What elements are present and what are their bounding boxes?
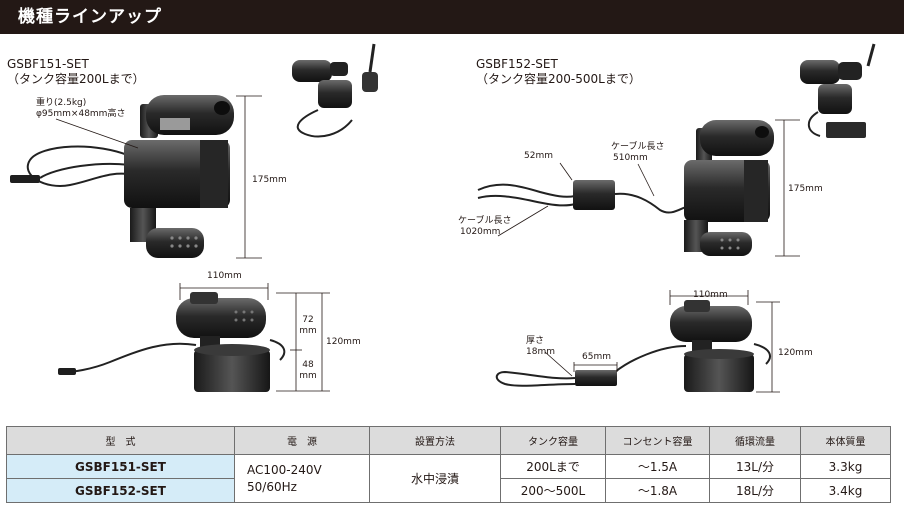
product-illustrations <box>10 43 876 393</box>
row-flow: 13L/分 <box>709 454 801 479</box>
row-tank: 200Lまで <box>500 454 606 479</box>
col-header-flow: 循環流量 <box>709 426 801 455</box>
h72-unit: mm <box>299 326 317 336</box>
gsbf151-model-label: GSBF151-SET <box>7 57 89 71</box>
weight-size-label: φ95mm×48mm高さ <box>36 109 126 119</box>
power-cell: AC100-240V 50/60Hz <box>234 454 370 503</box>
gsbf152-height-120-label: 120mm <box>778 348 813 358</box>
spec-table-header-row: 型 式 電 源 設置方法 タンク容量 コンセント容量 循環流量 本体質量 <box>6 426 891 455</box>
col-header-tank: タンク容量 <box>500 426 606 455</box>
row-tank: 200～500L <box>500 478 606 503</box>
col-header-install: 設置方法 <box>369 426 501 455</box>
row-outlet: ～1.8A <box>605 478 710 503</box>
row-mass: 3.3kg <box>800 454 891 479</box>
spec-table: 型 式 電 源 設置方法 タンク容量 コンセント容量 循環流量 本体質量 GSB… <box>6 426 891 503</box>
col-header-model: 型 式 <box>6 426 235 455</box>
h72-value: 72 <box>302 315 314 325</box>
box-width-65-label: 65mm <box>582 352 611 362</box>
gsbf152-front-photo <box>495 290 771 392</box>
table-row: GSBF151-SET AC100-240V 50/60Hz 水中浸漬 200L… <box>6 454 891 503</box>
col-header-power: 電 源 <box>234 426 370 455</box>
h48-value: 48 <box>302 360 314 370</box>
thickness-value: 18mm <box>526 347 555 357</box>
gsbf152-width-110-label: 110mm <box>693 290 728 300</box>
row-flow: 18L/分 <box>709 478 801 503</box>
weight-label: 重り(2.5kg) <box>36 98 87 108</box>
gsbf151-height-120-label: 120mm <box>326 337 361 347</box>
cable-510-value: 510mm <box>613 153 648 163</box>
power-frequency: 50/60Hz <box>247 479 297 494</box>
section-title: 機種ラインアップ <box>18 7 162 27</box>
gsbf152-side-photo <box>477 120 774 256</box>
gsbf151-side-photo <box>10 95 234 258</box>
gsbf152-thumbnail <box>800 43 876 138</box>
box-width-52-label: 52mm <box>524 151 553 161</box>
install-cell: 水中浸漬 <box>369 454 501 503</box>
row-model: GSBF151-SET <box>6 454 235 479</box>
cable-1020-caption: ケーブル長さ <box>458 216 512 226</box>
gsbf151-width-110-label: 110mm <box>207 271 242 281</box>
col-header-mass: 本体質量 <box>800 426 891 455</box>
row-mass: 3.4kg <box>800 478 891 503</box>
gsbf152-height-175-label: 175mm <box>788 184 823 194</box>
gsbf151-height-175-label: 175mm <box>252 175 287 185</box>
gsbf152-model-label: GSBF152-SET <box>476 57 558 71</box>
table-row: GSBF152-SET 200～500L ～1.8A 18L/分 3.4kg <box>6 478 891 503</box>
cable-510-caption: ケーブル長さ <box>611 142 665 152</box>
gsbf151-thumbnail <box>292 43 378 138</box>
row-model: GSBF152-SET <box>6 478 235 503</box>
gsbf152-capacity-label: （タンク容量200-500Lまで） <box>476 72 641 86</box>
h48-unit: mm <box>299 371 317 381</box>
row-outlet: ～1.5A <box>605 454 710 479</box>
gsbf151-height-48-label: 48 mm <box>299 360 317 382</box>
section-header: 機種ラインアップ <box>0 0 904 34</box>
cable-1020-value: 1020mm <box>460 227 501 237</box>
power-voltage: AC100-240V <box>247 462 322 477</box>
col-header-outlet: コンセント容量 <box>605 426 710 455</box>
gsbf151-front-photo <box>58 283 286 392</box>
gsbf151-height-72-label: 72 mm <box>299 315 317 337</box>
gsbf151-capacity-label: （タンク容量200Lまで） <box>7 72 145 86</box>
thickness-caption: 厚さ <box>526 336 545 346</box>
